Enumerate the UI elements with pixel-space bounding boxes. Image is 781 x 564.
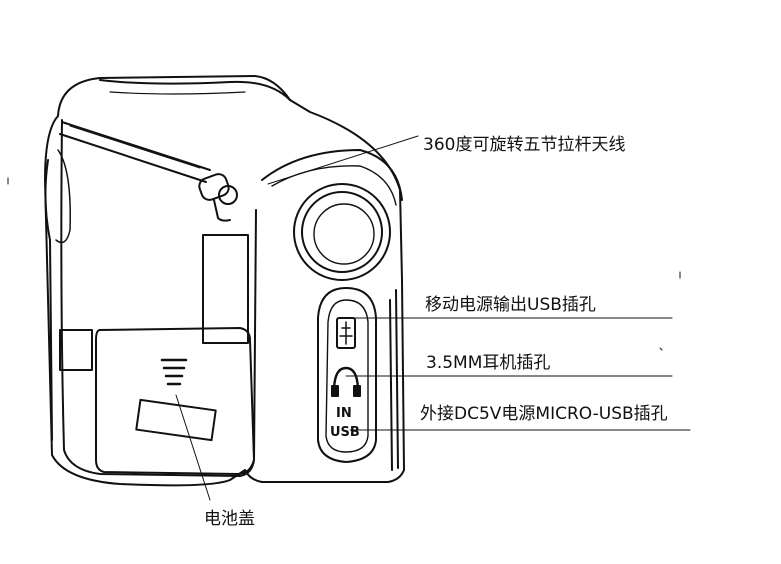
front-panel: [60, 119, 257, 477]
leader-battery: [175, 394, 211, 501]
port-marking-usb: USB: [330, 425, 360, 440]
battery-cover: [95, 327, 255, 475]
right-housing: [261, 149, 403, 201]
label-antenna: 360度可旋转五节拉杆天线: [423, 135, 626, 155]
leader-lines: [175, 135, 691, 501]
top-highlight: [109, 91, 246, 95]
port-marking-in: IN: [336, 406, 352, 421]
label-headphone-jack: 3.5MM耳机插孔: [426, 353, 551, 373]
top-edge: [99, 79, 291, 101]
antenna: [59, 121, 238, 222]
left-detail: [55, 149, 71, 244]
left-side: [44, 159, 53, 441]
right-edge: [389, 289, 399, 471]
leader-antenna: [267, 135, 419, 185]
usb-output-icon: [336, 317, 356, 349]
label-usb-output: 移动电源输出USB插孔: [425, 295, 596, 315]
port-panel: [317, 287, 377, 463]
speaker-knob: [293, 183, 391, 281]
label-battery-cover: 电池盖: [204, 509, 255, 529]
side-label: [59, 329, 93, 371]
headphone-icon: [332, 366, 360, 394]
label-dc-input: 外接DC5V电源MICRO-USB插孔: [420, 404, 668, 424]
display-window: [202, 234, 249, 344]
device-body-outline: [44, 75, 405, 487]
